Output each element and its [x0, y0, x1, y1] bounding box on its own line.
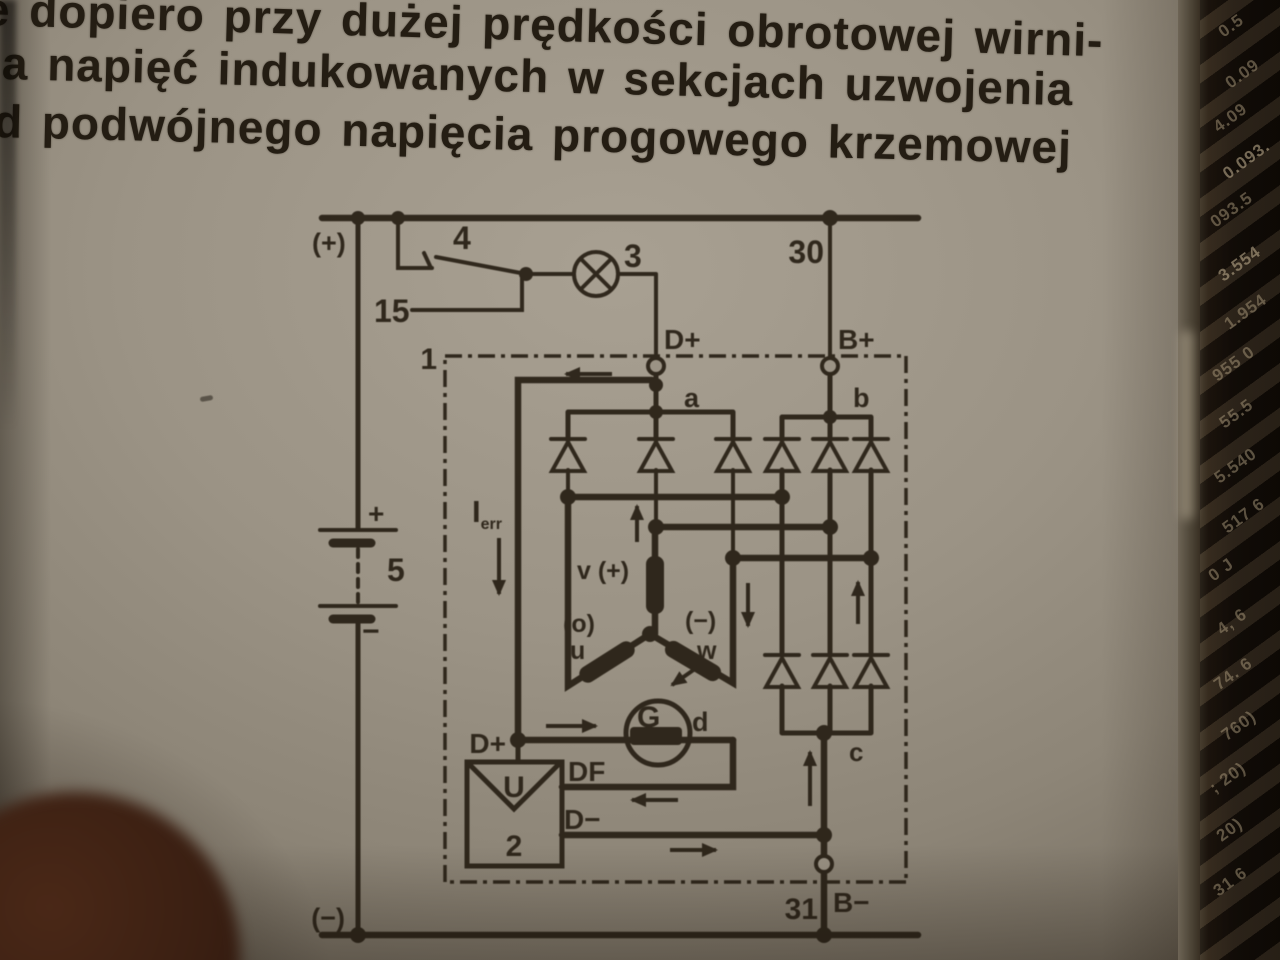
label-switch-4: 4 — [453, 220, 471, 256]
lamp-to-dplus-wire — [616, 272, 658, 360]
diode — [636, 437, 676, 473]
switch-contact — [422, 251, 433, 270]
label-regulator-u: U — [503, 771, 525, 804]
diode — [548, 437, 588, 473]
label-terminal-31: 31 — [785, 893, 818, 926]
photo-left-shadow — [0, 0, 16, 430]
diode — [851, 437, 891, 473]
label-phase-o: (o) — [563, 610, 595, 638]
label-ierr: Ierr — [472, 494, 502, 533]
diode — [810, 437, 850, 473]
label-plus-top: (+) — [312, 228, 346, 258]
label-dplus-terminal: D+ — [664, 324, 701, 355]
label-terminal-15: 15 — [374, 293, 410, 329]
diode — [762, 653, 802, 689]
label-bplus-terminal: B+ — [838, 324, 875, 355]
label-lamp-3: 3 — [624, 238, 642, 274]
terminal15-wire — [410, 276, 524, 312]
label-alternator-1: 1 — [420, 343, 437, 376]
label-rotor-d: d — [692, 707, 709, 737]
label-phase-u: u — [570, 637, 585, 665]
label-battery-plus: + — [368, 498, 384, 529]
rectifier-diodes-negative — [762, 653, 891, 689]
label-terminal-30: 30 — [788, 234, 824, 270]
label-bus-a: a — [684, 383, 700, 413]
book-edge-highlight — [1180, 330, 1194, 520]
terminal-dplus — [646, 356, 666, 376]
label-bus-c: c — [849, 737, 863, 767]
label-ierr-sub: err — [481, 516, 502, 533]
rectifier-diodes-top — [548, 437, 891, 473]
diode — [851, 653, 891, 689]
label-phase-w: w — [696, 637, 717, 665]
label-bus-b: b — [853, 383, 870, 413]
book-edge: 0.5 0.09 4.09 0.093. 093.5 3.554 1.954 9… — [1178, 0, 1280, 960]
terminal-bminus — [814, 854, 834, 874]
label-regulator-2: 2 — [506, 830, 523, 863]
label-minus-bottom: (−) — [311, 903, 345, 933]
stator-winding-u — [579, 641, 635, 683]
stator-winding-v — [646, 556, 664, 614]
label-dminus: D− — [564, 804, 601, 835]
label-battery-minus: − — [362, 615, 380, 648]
label-bminus: B− — [833, 887, 870, 918]
label-dplus-regulator: D+ — [469, 728, 506, 759]
label-phase-v: v (+) — [577, 557, 629, 585]
diode — [713, 437, 753, 473]
label-df: DF — [568, 756, 605, 787]
diode — [762, 437, 802, 473]
label-battery-5: 5 — [387, 552, 405, 588]
battery-symbol — [318, 528, 398, 624]
charge-lamp-cross — [579, 257, 613, 291]
diode — [810, 653, 850, 689]
terminal-bplus — [820, 356, 840, 376]
switch-blade — [434, 255, 528, 276]
label-ierr-main: I — [472, 494, 481, 529]
label-rotor-g: G — [637, 701, 660, 734]
current-arrows — [492, 367, 865, 857]
label-phase-minus: (−) — [685, 607, 716, 635]
book-edge-stripes — [1200, 0, 1280, 960]
